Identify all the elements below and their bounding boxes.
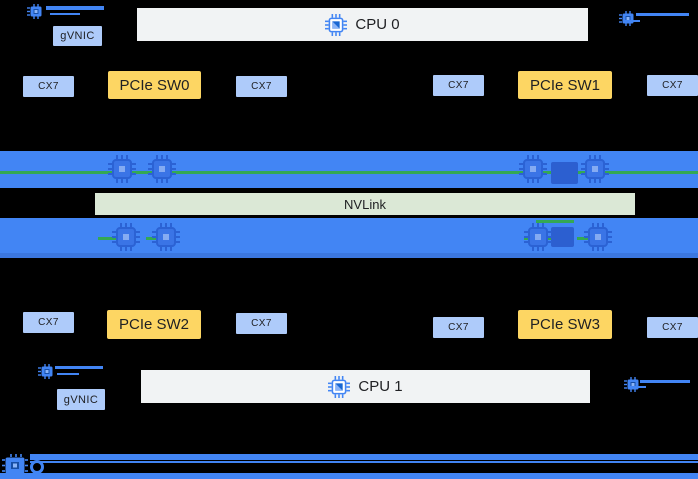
gpu-chip-icon: [152, 223, 180, 251]
cpu-box: CPU 1: [141, 370, 590, 403]
pcie-switch-box: PCIe SW3: [518, 310, 612, 339]
legend-line: [30, 454, 698, 460]
gpu-band-bottom: [0, 218, 698, 258]
gvnic-box: gVNIC: [57, 389, 105, 410]
cx7-nic-box: CX7: [23, 312, 74, 333]
nvswitch-block: [551, 227, 574, 247]
pcie-switch-box: PCIe SW1: [518, 71, 612, 99]
legend-line-thin: [30, 461, 698, 463]
gpu-chip-icon: [108, 155, 136, 183]
network-link-line: [640, 380, 690, 383]
cx7-nic-box: CX7: [433, 75, 484, 96]
network-link-line: [636, 13, 689, 16]
nvlink-trace: [577, 237, 597, 240]
network-link-line: [50, 13, 80, 15]
gvnic-box: gVNIC: [53, 26, 102, 46]
nvlink-trace: [146, 237, 162, 240]
gpu-chip-icon: [519, 155, 547, 183]
network-link-icon: [27, 4, 45, 19]
nvlink-trace: [98, 237, 122, 240]
network-link-line: [57, 373, 79, 375]
cx7-nic-box: CX7: [236, 313, 287, 334]
bottom-edge-line: [0, 473, 698, 479]
gpu-chip-icon: [112, 223, 140, 251]
nvlink-bar: NVLink: [95, 193, 635, 215]
gpu-chip-icon: [581, 155, 609, 183]
gpu-chip-icon: [148, 155, 176, 183]
nvswitch-block: [551, 162, 578, 184]
network-link-line: [624, 20, 640, 22]
network-link-icon: [619, 11, 637, 26]
network-link-icon: [38, 364, 56, 379]
cpu-label: CPU 1: [358, 378, 403, 395]
cpu-chip-icon: [325, 13, 348, 36]
cpu-chip-icon: [328, 375, 351, 398]
cx7-nic-box: CX7: [433, 317, 484, 338]
nvlink-trace: [536, 220, 574, 223]
network-link-line: [46, 6, 104, 10]
pcie-switch-box: PCIe SW2: [107, 310, 201, 339]
network-link-line: [629, 386, 646, 388]
cx7-nic-box: CX7: [23, 76, 74, 97]
legend-ring-icon: [30, 460, 44, 474]
cx7-nic-box: CX7: [647, 75, 698, 96]
gpu-chip-icon: [524, 223, 552, 251]
cpu-box: CPU 0: [137, 8, 588, 41]
pcie-switch-box: PCIe SW0: [108, 71, 201, 99]
gpu-chip-icon: [584, 223, 612, 251]
cpu-label: CPU 0: [355, 16, 400, 33]
gpu-band-top: [0, 151, 698, 188]
cx7-nic-box: CX7: [647, 317, 698, 338]
cx7-nic-box: CX7: [236, 76, 287, 97]
network-link-line: [55, 366, 103, 369]
nvlink-trace: [0, 171, 698, 174]
